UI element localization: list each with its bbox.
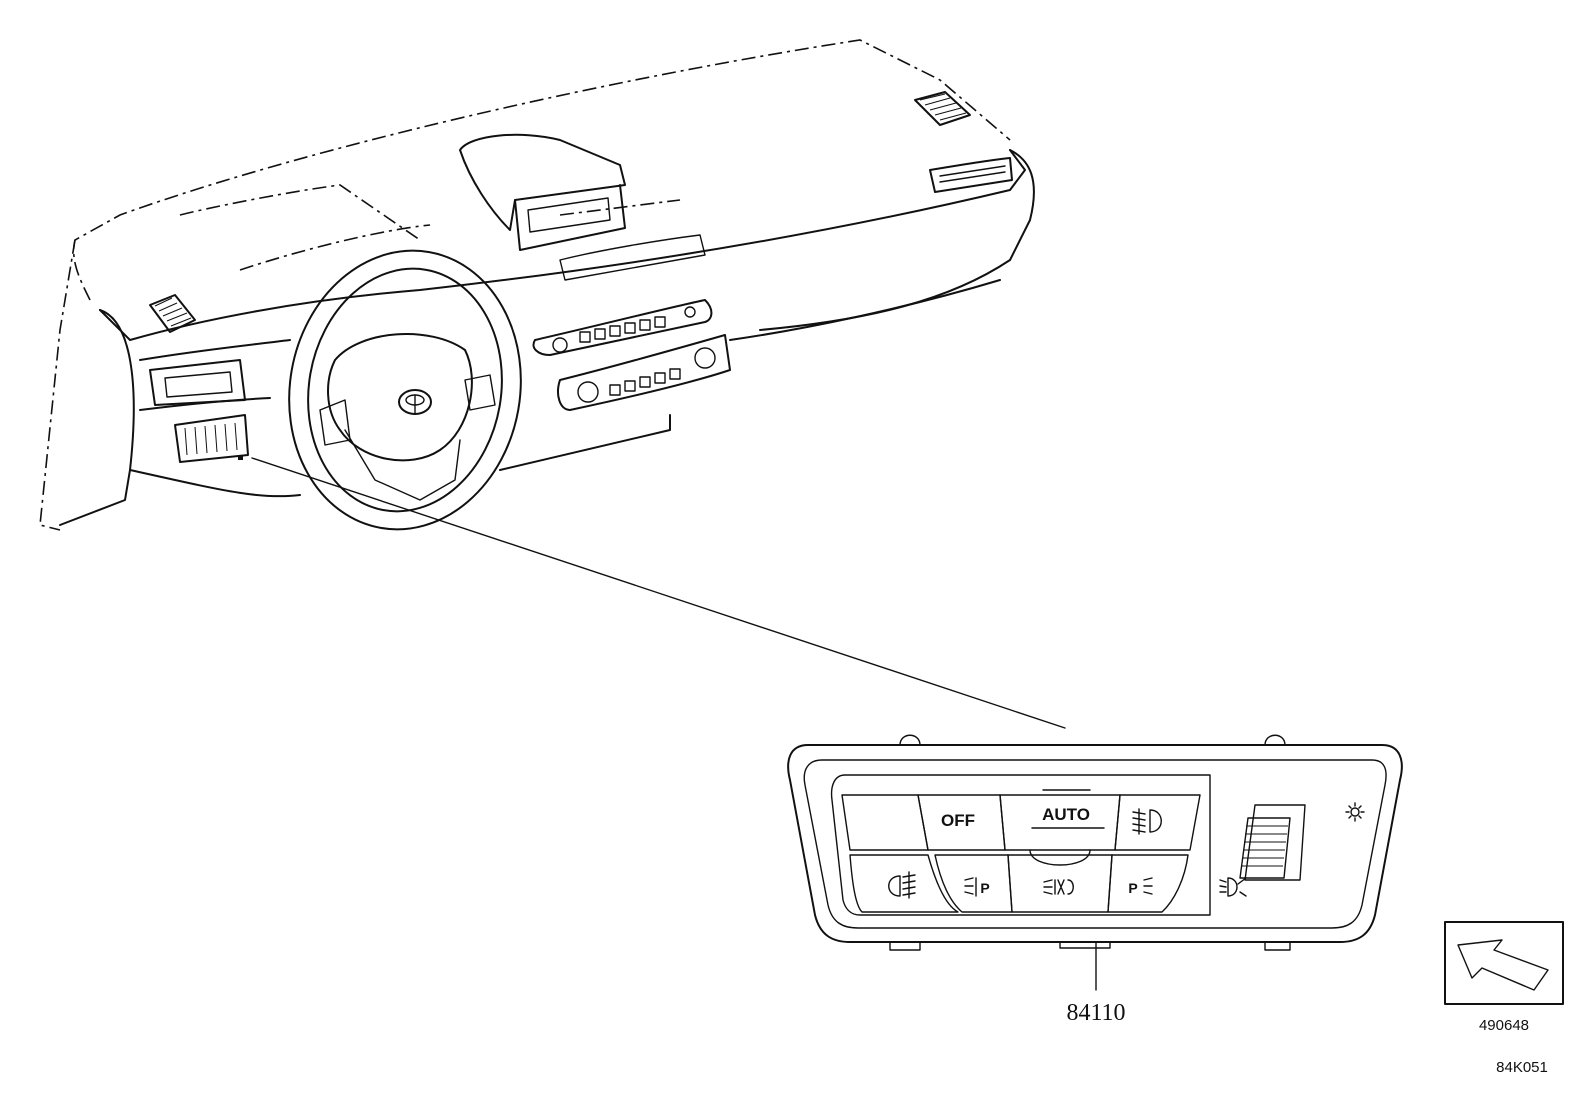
rear-fog-light-icon [888,871,916,899]
parking-light-icon: P [964,877,990,897]
auto-label: AUTO [1042,805,1090,824]
toyota-emblem-icon [398,389,432,415]
headlight-auto-icon [1043,879,1074,895]
brightness-icon [1345,802,1365,822]
svg-text:P: P [1128,880,1137,896]
front-fog-light-icon [1132,808,1162,835]
off-label: OFF [941,811,975,830]
low-beam-icon: P [1128,877,1153,896]
svg-text:P: P [980,880,989,896]
page-code: 84K051 [1496,1059,1548,1076]
dashboard-illustration [39,39,1035,531]
direction-arrow-icon [1444,921,1564,1005]
image-code: 490648 [1479,1017,1529,1034]
part-number: 84110 [1066,1000,1125,1026]
leader-line [251,457,1066,729]
headlight-switch-panel: OFF AUTO P [787,734,1403,1026]
headlight-leveling-icon [1219,877,1247,897]
